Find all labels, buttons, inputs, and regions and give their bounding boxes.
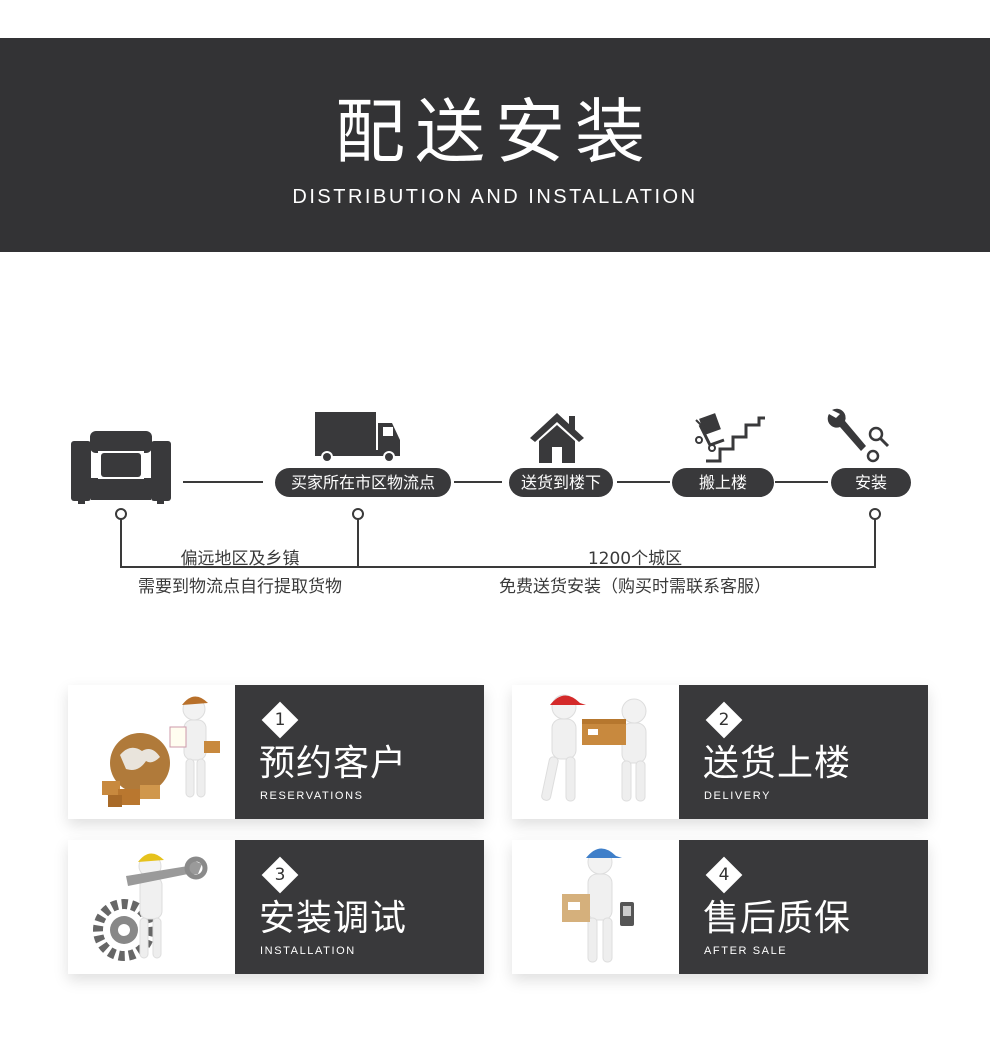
wrench-gear-figure-icon [68, 840, 235, 974]
card-title: 售后质保 [703, 898, 852, 939]
card-subtitle: RESERVATIONS [260, 790, 364, 802]
note-remote-area: 偏远地区及乡镇 [180, 549, 300, 569]
page-title: 配送安装 [335, 91, 655, 173]
header-banner [0, 38, 990, 252]
card-subtitle: AFTER SALE [704, 945, 788, 957]
step-number: 4 [718, 865, 730, 885]
carrying-box-figures-icon [512, 685, 679, 819]
step-number: 1 [274, 710, 286, 730]
service-card-after-sale: 4 售后质保 AFTER SALE [512, 840, 928, 974]
card-title: 送货上楼 [703, 743, 852, 784]
service-card-delivery: 2 送货上楼 DELIVERY [512, 685, 928, 819]
step-number: 3 [274, 865, 286, 885]
card-subtitle: INSTALLATION [260, 945, 356, 957]
note-free-delivery: 免费送货安装（购买时需联系客服） [499, 577, 771, 597]
card-subtitle: DELIVERY [704, 790, 772, 802]
step-number: 2 [718, 710, 730, 730]
note-self-pickup: 需要到物流点自行提取货物 [138, 577, 342, 597]
stairs-cart-icon [695, 413, 765, 463]
step-carry-upstairs: 搬上楼 [672, 468, 774, 497]
page-subtitle: DISTRIBUTION AND INSTALLATION [292, 186, 698, 208]
card-title: 安装调试 [259, 898, 408, 939]
card-title: 预约客户 [259, 743, 408, 784]
sofa-icon [71, 431, 171, 504]
step-install: 安装 [831, 468, 911, 497]
note-city-count: 1200个城区 [587, 549, 683, 569]
wrench-icon [827, 408, 890, 463]
service-card-installation: 3 安装调试 INSTALLATION [68, 840, 484, 974]
truck-icon [315, 412, 400, 463]
house-icon [530, 413, 584, 463]
step-deliver-downstairs: 送货到楼下 [509, 468, 613, 497]
service-card-reservations: 1 预约客户 RESERVATIONS [68, 685, 484, 819]
globe-delivery-figure-icon [68, 685, 235, 819]
box-clipboard-figure-icon [512, 840, 679, 974]
step-logistics-point: 买家所在市区物流点 [275, 468, 451, 497]
